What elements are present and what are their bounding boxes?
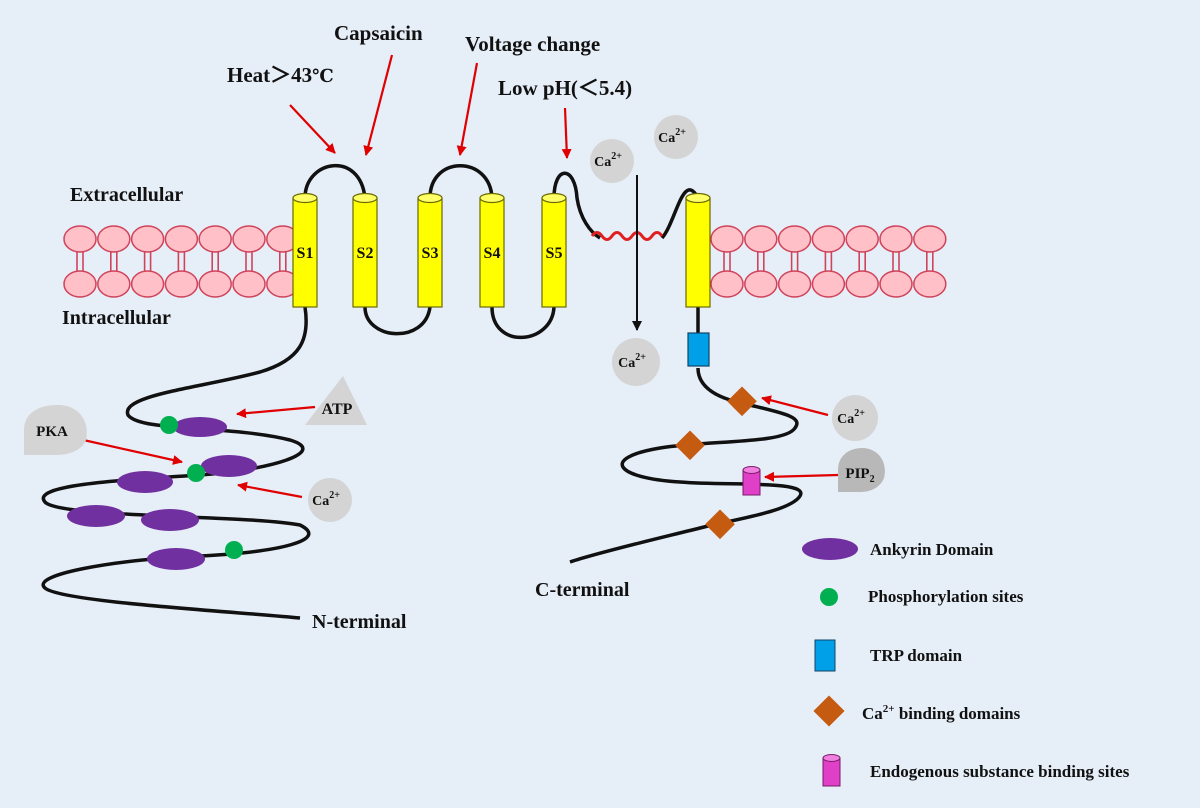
voltage-label: Voltage change [465,32,600,56]
trp-domain-box [687,332,710,367]
calcium-ion: Ca2+ [612,338,660,386]
lipid-molecule [130,225,165,298]
lipid-molecule [845,225,879,298]
legend-ankyrin-swatch [802,538,858,560]
legend: Ankyrin Domain Phosphorylation sites TRP… [802,538,1130,787]
lipid-molecule [164,225,199,298]
atp-label: ATP [322,401,353,418]
lipid-bilayer [63,225,947,298]
legend-ca-binding-swatch [813,695,845,727]
calcium-ion: Ca2+ [654,115,698,159]
atp-arrow [236,405,316,419]
calcium-ion: Ca2+ [832,395,878,441]
c-terminal-tail [569,307,803,564]
ankyrin-domain [173,417,227,437]
transmembrane-loops [303,164,700,340]
phosphorylation-site [160,416,178,434]
calcium-ion: Ca2+ [308,478,352,522]
calcium-ion-label: Ca2+ [658,127,686,146]
ankyrin-domains [67,417,257,570]
n-terminal-tail [41,306,311,620]
legend-ankyrin-label: Ankyrin Domain [870,540,994,559]
low-ph-arrow [561,107,572,159]
c-terminal-label: C-terminal [535,579,630,601]
legend-ca-binding-label: Ca2+ binding domains [862,703,1021,723]
intracellular-label: Intracellular [62,307,171,329]
pka-arrow [69,435,183,465]
pka-marker: PKA [24,405,87,455]
helix-s4: S4 [479,192,505,308]
stimulus-arrows [69,54,839,499]
transmembrane-helices: S1 S2 S3 S4 S5 [292,192,711,308]
capsaicin-label: Capsaicin [334,21,423,45]
heat-label: Heat＞43℃ [227,63,334,87]
low-ph-label: Low pH(＜5.4) [498,76,632,100]
lipid-molecule [710,225,744,298]
legend-phospho-swatch [820,588,838,606]
ca-c-terminal-arrow [761,395,829,417]
legend-trp-swatch [814,639,836,672]
calcium-ion-label: Ca2+ [312,490,340,509]
lipid-molecule [777,225,812,298]
ca-binding-domains [675,386,757,540]
calcium-ions: Ca2+ Ca2+ Ca2+ Ca2+ Ca2+ [308,115,878,522]
lipid-molecule [266,225,300,298]
voltage-arrow [456,62,479,156]
lipid-molecule [811,225,846,298]
legend-endogenous-label: Endogenous substance binding sites [870,762,1130,781]
pip2-marker: PIP2 [838,448,885,492]
calcium-ion: Ca2+ [590,139,634,183]
legend-endogenous-swatch [822,754,841,787]
pip2-label: PIP2 [845,466,874,485]
ca-binding-domain [705,509,735,540]
n-terminal-label: N-terminal [312,611,407,633]
ca-binding-domain [675,430,705,461]
extracellular-label: Extracellular [70,184,183,206]
lipid-molecule [879,225,913,298]
helix-s6 [685,192,711,308]
capsaicin-arrow [363,54,394,156]
atp-marker: ATP [305,376,367,425]
helix-label: S4 [484,245,501,262]
pka-label: PKA [36,424,68,440]
helix-s2: S2 [352,192,378,308]
heat-arrow [289,104,336,154]
helix-label: S1 [297,245,314,262]
legend-trp-label: TRP domain [870,646,963,665]
helix-label: S5 [546,245,563,262]
ca-regulation-arrow [237,481,303,499]
ankyrin-domain [147,548,205,570]
phosphorylation-site [187,464,205,482]
ankyrin-domain [141,509,199,531]
ankyrin-domain [201,455,257,477]
lipid-molecule [232,225,266,298]
endogenous-binding-site [742,466,761,496]
calcium-ion-label: Ca2+ [837,408,865,427]
lipid-molecule [97,225,131,298]
lipid-molecule [63,225,97,298]
calcium-ion-label: Ca2+ [618,352,646,371]
helix-s3: S3 [417,192,443,308]
lipid-molecule [198,225,232,298]
helix-s5: S5 [541,192,567,308]
ca-binding-domain [727,386,757,417]
helix-label: S3 [422,245,439,262]
calcium-ion-label: Ca2+ [594,151,622,170]
helix-s1: S1 [292,192,318,308]
phosphorylation-site [225,541,243,559]
pip2-arrow [764,471,839,482]
lipid-molecule [913,225,947,298]
legend-phospho-label: Phosphorylation sites [868,587,1024,606]
phosphorylation-sites [160,416,243,559]
ankyrin-domain [117,471,173,493]
lipid-molecule [744,225,778,298]
helix-label: S2 [357,245,374,262]
pore-loop [590,231,664,241]
ankyrin-domain [67,505,125,527]
